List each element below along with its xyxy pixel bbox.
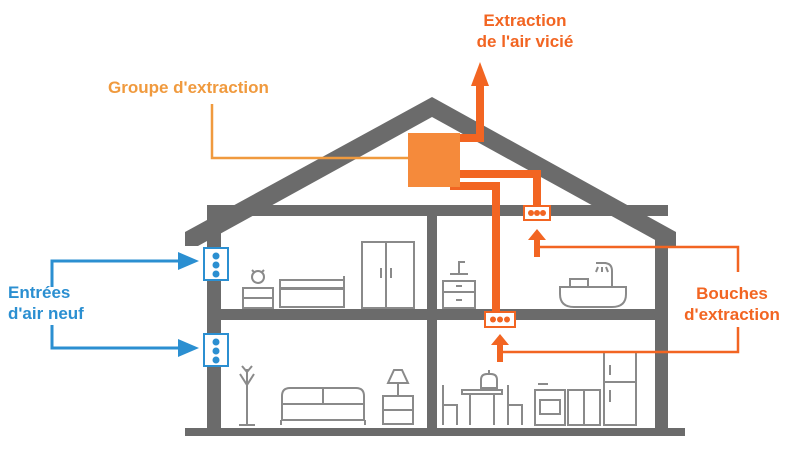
- wardrobe: [361, 241, 415, 309]
- ground-floor: [185, 428, 685, 436]
- exhaust-label: Extraction de l'air vicié: [465, 10, 585, 52]
- bedroom: [242, 241, 415, 309]
- kitchen: [442, 351, 637, 426]
- extraction-unit: [408, 133, 460, 187]
- middle-floor: [207, 309, 668, 320]
- fridge: [603, 351, 637, 426]
- bathroom: [442, 261, 627, 309]
- sink-faucet-icon: [450, 261, 468, 275]
- bathtub: [559, 286, 627, 308]
- sink-cabinet: [442, 280, 476, 309]
- vent-flow-arrows: [491, 229, 740, 362]
- dining-table: [461, 389, 503, 395]
- inlet-arrow-lower: [50, 325, 178, 350]
- oven: [534, 389, 566, 426]
- air-inlet-label: Entrées d'air neuf: [8, 282, 84, 324]
- coat-rack-icon: [239, 365, 255, 426]
- groupe-leader-line: [210, 104, 408, 160]
- teapot-icon: [480, 370, 498, 389]
- exhaust-label-line2: de l'air vicié: [476, 32, 574, 51]
- extraction-vents: [484, 205, 551, 328]
- dining-chair: [442, 385, 458, 425]
- lamp-icon: [386, 369, 410, 395]
- right-wall: [655, 228, 668, 432]
- left-wall: [207, 212, 221, 432]
- alarm-clock-icon: [251, 270, 265, 284]
- bed: [279, 287, 345, 308]
- extraction-unit-label: Groupe d'extraction: [108, 77, 269, 98]
- extraction-vents-label-line1: Bouches: [696, 284, 768, 303]
- inlet-arrow-upper: [50, 259, 178, 287]
- air-inlet-label-line2: d'air neuf: [8, 304, 84, 323]
- exhaust-label-line1: Extraction: [483, 11, 567, 30]
- duct-to-kitchen: [450, 182, 500, 312]
- living-room: [239, 365, 414, 426]
- inner-wall: [427, 212, 437, 430]
- bouches-leader-line: [503, 245, 740, 354]
- extraction-vents-label: Bouches d'extraction: [668, 283, 796, 325]
- duct-to-bathroom: [455, 170, 541, 205]
- air-inlet-label-line1: Entrées: [8, 283, 71, 302]
- extraction-vents-label-line2: d'extraction: [684, 305, 780, 324]
- shower-icon: [595, 262, 613, 287]
- exhaust-arrow: [471, 62, 489, 86]
- attic-floor: [207, 205, 668, 216]
- extraction-unit-label-text: Groupe d'extraction: [108, 78, 269, 97]
- air-inlets: [50, 247, 229, 367]
